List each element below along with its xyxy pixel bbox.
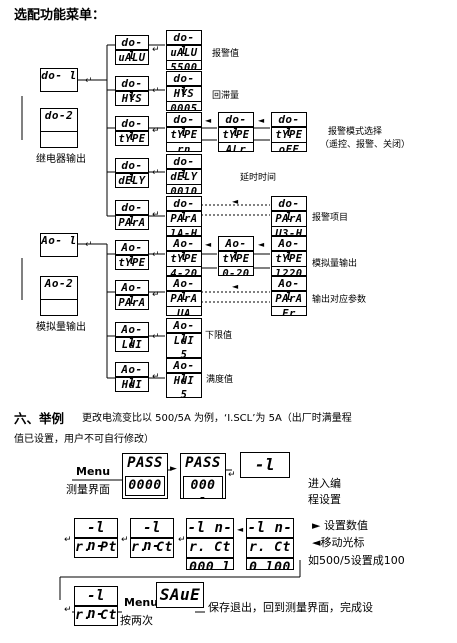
enter-icon: ↵ bbox=[152, 126, 160, 136]
save-display: SAuE bbox=[156, 582, 204, 608]
rct-display: -l n-r. Ct bbox=[130, 518, 174, 558]
note-set: ► 设置数值 bbox=[312, 519, 368, 532]
enter-icon: ↵ bbox=[152, 86, 160, 96]
enter-icon: ↵ bbox=[152, 250, 160, 260]
rct-final-display: -l n-r. Ct bbox=[74, 586, 118, 626]
enter-icon: ↵ bbox=[228, 470, 236, 480]
left-arrow-icon: ◄ bbox=[205, 240, 212, 249]
in-display: -l n- bbox=[240, 452, 290, 478]
enter-prog-1: 进入编 bbox=[308, 477, 341, 490]
example-desc-2: 值已设置，用户不可自行修改） bbox=[14, 434, 154, 445]
right-arrow-icon: ► bbox=[170, 464, 177, 474]
valu-label: 报警值 bbox=[212, 49, 240, 59]
analog-group-box bbox=[40, 276, 78, 316]
save-note: 保存退出，回到测量界面，完成设 bbox=[208, 601, 373, 614]
enter-icon: ↵ bbox=[64, 605, 72, 615]
hdis-label: 满度值 bbox=[206, 375, 234, 385]
para-label: 报警项目 bbox=[312, 213, 349, 223]
left-arrow-icon: ◄ bbox=[232, 282, 239, 291]
note-move: ◄移动光标 bbox=[312, 536, 365, 549]
left-arrow-icon: ◄ bbox=[232, 197, 239, 206]
example-heading: 六、举例 bbox=[14, 411, 65, 426]
note-example: 如500/5设置成100 bbox=[308, 554, 405, 567]
measure-label: 测量界面 bbox=[66, 483, 110, 496]
enter-icon: ↵ bbox=[178, 535, 186, 545]
enter-icon: ↵ bbox=[152, 168, 160, 178]
relay-group-box bbox=[40, 108, 78, 148]
type-label-2: （遥控、报警、关闭） bbox=[320, 140, 411, 150]
enter-icon: ↵ bbox=[121, 535, 129, 545]
relay-caption: 继电器输出 bbox=[36, 154, 86, 165]
hys-label: 回滞量 bbox=[212, 91, 240, 101]
menu-title: 选配功能菜单： bbox=[14, 8, 106, 23]
type-label-1: 报警模式选择 bbox=[328, 127, 383, 137]
enter-icon: ↵ bbox=[85, 76, 93, 86]
aopara-label: 输出对应参数 bbox=[312, 295, 367, 305]
enter-icon: ↵ bbox=[152, 45, 160, 55]
relay-do1-display: do- l bbox=[40, 68, 78, 92]
left-arrow-icon: ◄ bbox=[258, 116, 265, 125]
enter-icon: ↵ bbox=[64, 535, 72, 545]
menu-key-label: Menu bbox=[76, 465, 111, 478]
analog-ao1-display: Ao- l bbox=[40, 233, 78, 257]
press-twice-label: 按两次 bbox=[120, 614, 153, 627]
enter-icon: ↵ bbox=[152, 210, 160, 220]
enter-prog-2: 程设置 bbox=[308, 493, 341, 506]
dely-label: 延时时间 bbox=[240, 173, 277, 183]
menu-key-label-2: Menu bbox=[124, 596, 159, 609]
left-arrow-icon: ◄ bbox=[237, 525, 244, 534]
enter-icon: ↵ bbox=[152, 372, 160, 382]
enter-icon: ↵ bbox=[152, 290, 160, 300]
left-arrow-icon: ◄ bbox=[258, 240, 265, 249]
aotype-label: 模拟量输出 bbox=[312, 259, 358, 269]
ldis-label: 下限值 bbox=[205, 331, 233, 341]
rpt-display: -l n-r. Pt bbox=[74, 518, 118, 558]
example-desc-1: 更改电流变比以 500/5A 为例，‘I.SCL’为 5A（出厂时满量程 bbox=[82, 413, 352, 424]
left-arrow-icon: ◄ bbox=[205, 116, 212, 125]
enter-icon: ↵ bbox=[152, 332, 160, 342]
enter-icon: ↵ bbox=[85, 240, 93, 250]
analog-caption: 模拟量输出 bbox=[36, 322, 86, 333]
